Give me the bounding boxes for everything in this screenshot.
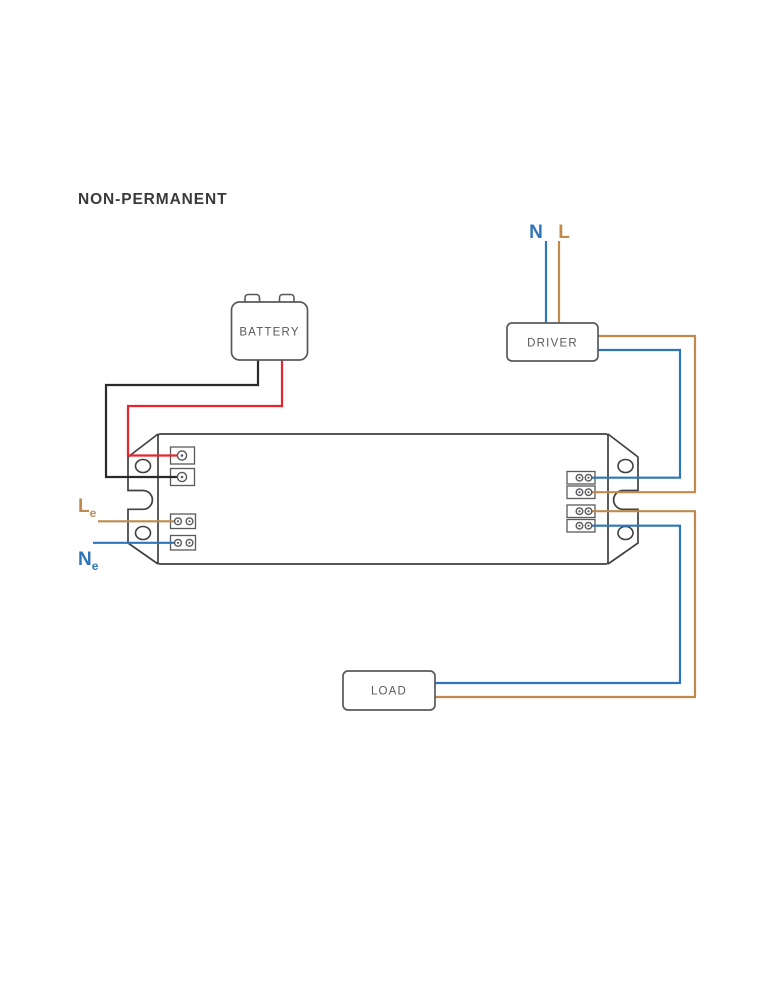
battery-component: BATTERY: [230, 293, 309, 361]
mains-live-label: L: [558, 222, 570, 243]
left-top-screw-slot: [134, 458, 152, 474]
unit-to-load-neutral-wire: [435, 524, 682, 685]
emergency-neutral-label: Ne: [78, 549, 99, 573]
emergency-live-label: Le: [78, 496, 97, 520]
terminal-hole-dot: [578, 510, 581, 513]
terminal-hole-dot: [176, 541, 180, 544]
emergency-unit: [127, 433, 639, 565]
terminal-hole-dot: [587, 476, 590, 479]
emergency-unit-body: [157, 433, 609, 565]
terminal-holes: [173, 450, 593, 547]
terminal-hole-dot: [180, 475, 184, 479]
driver-label: DRIVER: [527, 338, 578, 350]
terminal-hole-dot: [180, 454, 184, 457]
emergency-neutral-label-sub: e: [92, 559, 99, 573]
driver-component: DRIVER: [506, 322, 599, 362]
left-mounting-flange: [127, 433, 159, 565]
terminal-hole-dot: [578, 476, 581, 479]
load-box: [342, 670, 436, 711]
terminal-hole-dot: [587, 510, 590, 513]
left-bottom-screw-slot: [134, 525, 152, 541]
terminal-hole-dot: [188, 520, 191, 523]
diagram-title: NON-PERMANENT: [78, 191, 227, 208]
battery-box: [230, 301, 309, 361]
terminal-hole-dot: [188, 541, 191, 544]
right-top-screw-slot: [617, 458, 634, 474]
emergency-live-label-sub: e: [90, 506, 97, 520]
driver-box: [506, 322, 599, 362]
emergency-live-label-main: L: [78, 496, 90, 517]
battery-tab-right: [278, 293, 295, 302]
battery-positive-wire: [126, 360, 284, 457]
emergency-neutral-label-main: N: [78, 549, 92, 570]
battery-tab-left: [244, 293, 261, 302]
load-component: LOAD: [342, 670, 436, 711]
driver-live-to-unit-wire: [588, 334, 697, 494]
right-bottom-screw-slot: [617, 525, 634, 541]
battery-negative-wire: [104, 360, 260, 479]
terminal-hole-dot: [176, 520, 180, 523]
mains-neutral-label: N: [529, 222, 543, 243]
terminal-hole-dot: [587, 524, 590, 527]
unit-to-load-live-wire: [435, 510, 697, 699]
terminal-hole-dot: [578, 491, 581, 494]
terminal-hole-dot: [578, 524, 581, 527]
right-mounting-flange: [607, 433, 639, 565]
terminal-hole-dot: [587, 491, 590, 494]
driver-neutral-to-unit-wire: [588, 348, 682, 479]
battery-label: BATTERY: [239, 327, 299, 339]
load-label: LOAD: [371, 686, 407, 698]
